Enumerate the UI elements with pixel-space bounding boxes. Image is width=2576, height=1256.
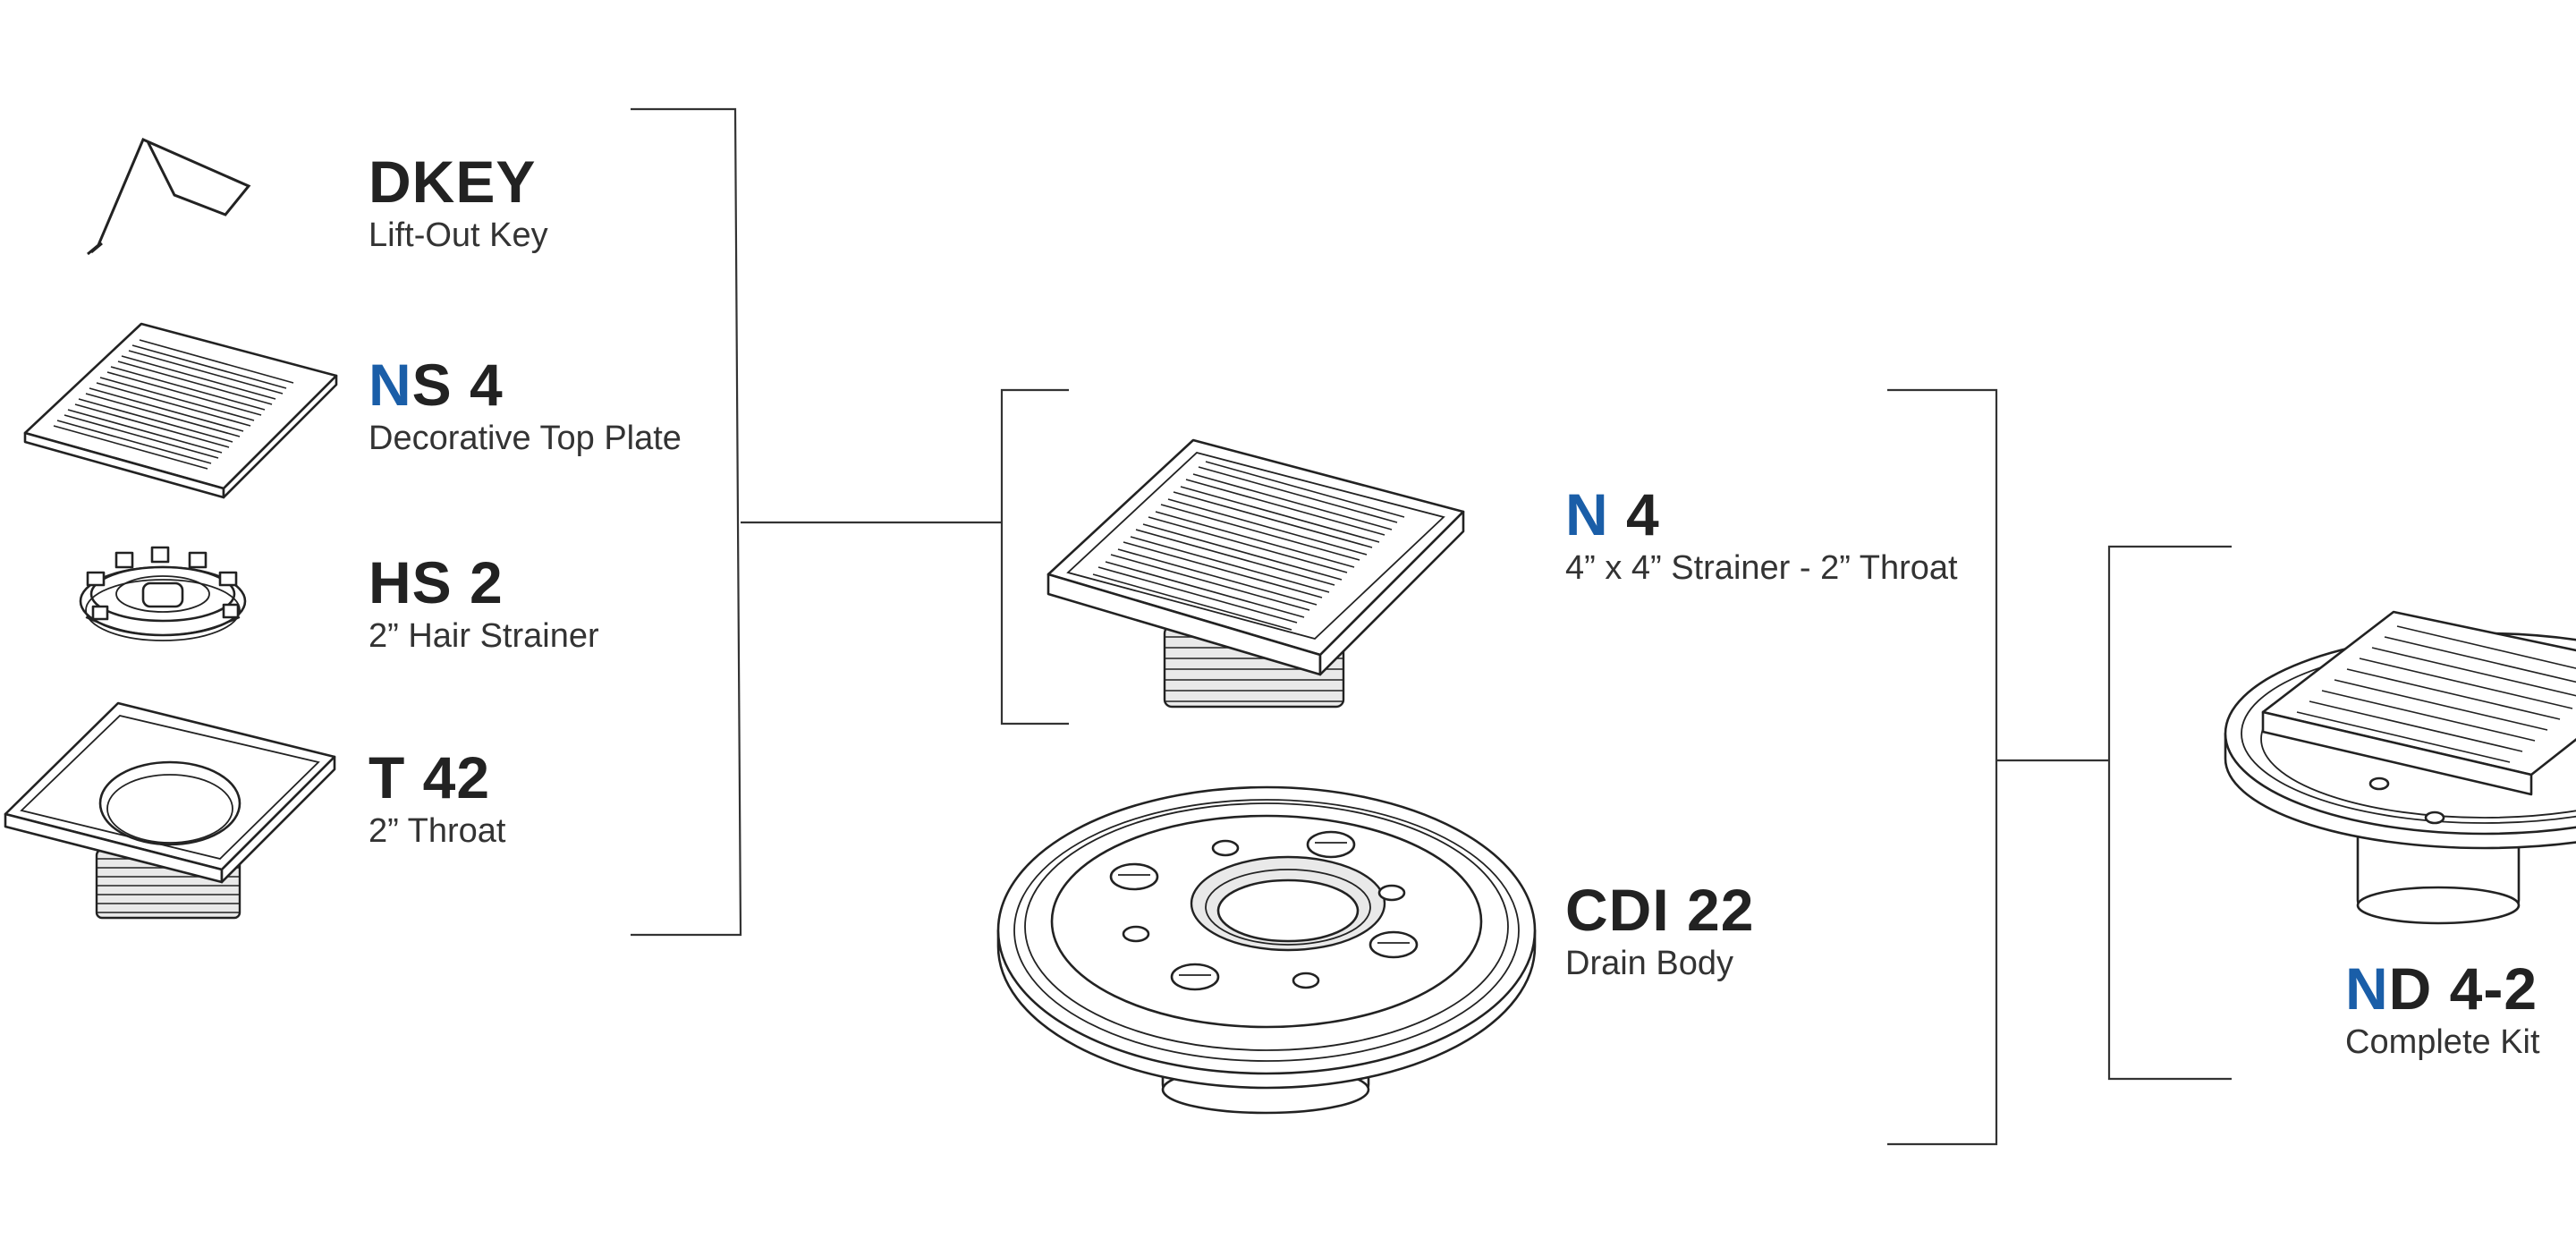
lift-out-key-drawing bbox=[87, 138, 251, 256]
drain-bolts bbox=[1109, 830, 1419, 991]
part-description: 2” Hair Strainer bbox=[369, 617, 599, 655]
bracket-parts-to-n4 bbox=[631, 107, 1002, 937]
part-label-cdi22: CDI 22 Drain Body bbox=[1565, 880, 1754, 984]
part-label-t42: T 42 2” Throat bbox=[369, 748, 505, 852]
part-label-ns4: NS 4 Decorative Top Plate bbox=[369, 355, 682, 459]
strainer-n4-drawing bbox=[1046, 438, 1465, 709]
part-description: Decorative Top Plate bbox=[369, 420, 682, 457]
part-code: T 42 bbox=[369, 744, 491, 810]
part-description: Complete Kit bbox=[2345, 1023, 2540, 1061]
part-description: 2” Throat bbox=[369, 812, 506, 850]
part-label-n4: N 4 4” x 4” Strainer - 2” Throat bbox=[1565, 485, 1958, 589]
part-label-dkey: DKEY Lift-Out Key bbox=[369, 152, 548, 256]
part-description: 4” x 4” Strainer - 2” Throat bbox=[1565, 549, 1958, 587]
part-code: CDI 22 bbox=[1565, 877, 1755, 943]
bracket-n4-cdi22 bbox=[1000, 388, 2109, 1146]
part-description: Drain Body bbox=[1565, 945, 1733, 982]
part-code: HS 2 bbox=[369, 549, 504, 615]
throat-drawing bbox=[4, 701, 336, 920]
complete-kit-drawing bbox=[2224, 610, 2576, 925]
part-description: Lift-Out Key bbox=[369, 216, 548, 254]
part-code: DKEY bbox=[369, 149, 537, 215]
top-plate-drawing bbox=[23, 322, 338, 499]
part-code: ND 4-2 bbox=[2345, 955, 2538, 1022]
drain-holes bbox=[1122, 839, 1406, 989]
part-code: N 4 bbox=[1565, 481, 1660, 547]
part-code: NS 4 bbox=[369, 352, 504, 418]
hair-strainer-drawing bbox=[79, 546, 247, 641]
bracket-complete-kit bbox=[2107, 545, 2232, 1081]
drain-body-drawing bbox=[996, 785, 1537, 1115]
part-label-nd42: ND 4-2 Complete Kit bbox=[2345, 959, 2540, 1063]
part-label-hs2: HS 2 2” Hair Strainer bbox=[369, 553, 599, 657]
